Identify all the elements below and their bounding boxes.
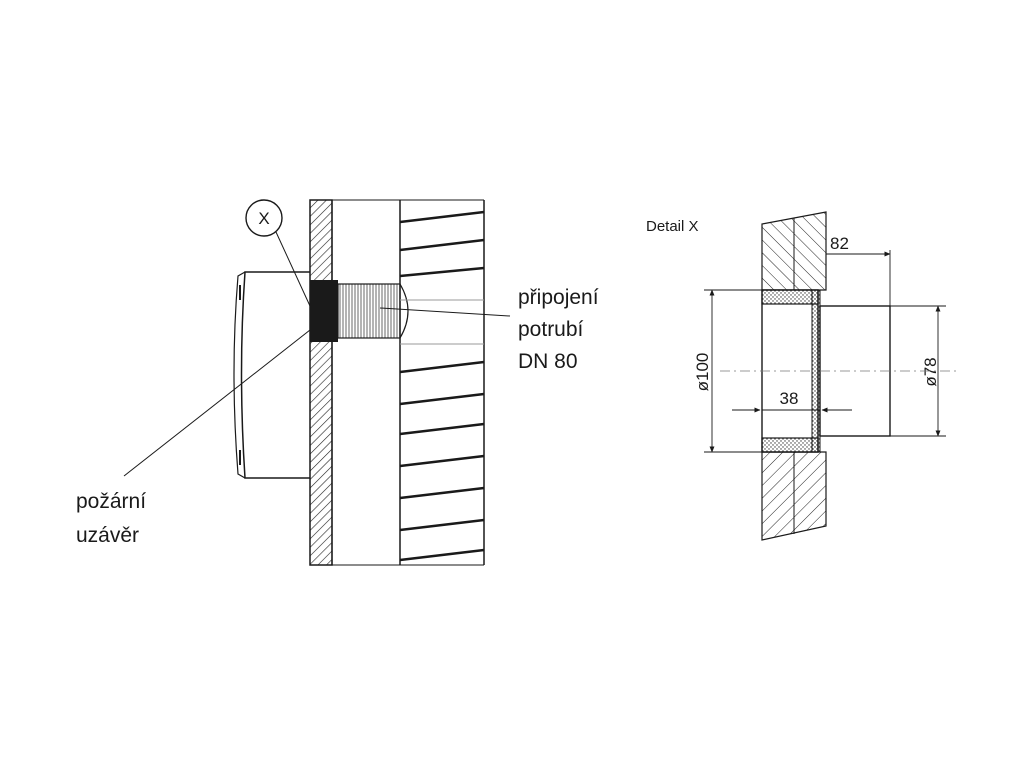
left-view: X připojení potrubí DN 80 požární uzávěr — [76, 199, 599, 566]
dimension-82-label: 82 — [830, 234, 849, 253]
leader-connection — [379, 307, 511, 317]
callout-connection-line-2: potrubí — [518, 318, 584, 341]
callout-fire-damper-line-1: požární — [76, 490, 146, 513]
wall-section — [309, 199, 333, 566]
detail-marker-label: X — [258, 209, 269, 228]
dimension-38: 38 — [732, 389, 852, 413]
detail-wall-upper — [761, 211, 827, 291]
detail-title: Detail X — [646, 218, 699, 235]
detail-wall-lower — [761, 451, 827, 541]
detail-sleeve — [761, 289, 821, 453]
duct-shaft — [310, 199, 485, 566]
leader-fire-damper — [123, 329, 311, 477]
dimension-d78: ø78 — [890, 305, 946, 437]
callout-connection: připojení potrubí DN 80 — [518, 286, 599, 373]
callout-connection-line-1: připojení — [518, 286, 599, 309]
dimension-82: 82 — [826, 234, 891, 306]
callout-connection-line-3: DN 80 — [518, 350, 578, 373]
detail-view: Detail X 82 — [646, 211, 960, 541]
fire-damper-block — [310, 280, 338, 342]
callout-fire-damper: požární uzávěr — [76, 490, 146, 547]
callout-fire-damper-line-2: uzávěr — [76, 524, 139, 547]
dimension-d78-label: ø78 — [921, 357, 940, 386]
detail-marker-x: X — [245, 199, 311, 307]
dimension-d100-label: ø100 — [693, 353, 712, 392]
pipe-connection — [337, 283, 409, 339]
dimension-d100: ø100 — [693, 289, 762, 453]
dimension-38-label: 38 — [780, 389, 799, 408]
fan-housing — [233, 271, 310, 479]
